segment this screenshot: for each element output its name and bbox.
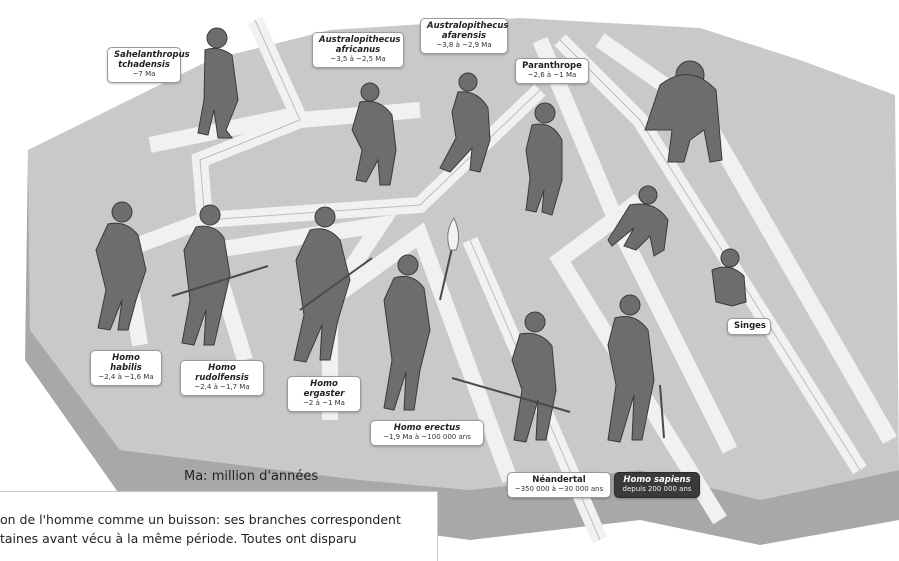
figure-name: Homo sapiens <box>623 475 691 485</box>
figure-name: Homo habilis <box>110 353 142 373</box>
figure-name: Australopithecus <box>427 21 509 31</box>
figure-dates: ~1,9 Ma à ~100 000 ans <box>383 433 471 441</box>
label-homo-rudolfensis: Homo rudolfensis~2,4 à ~1,7 Ma <box>180 360 264 396</box>
paranthrope-figure <box>525 102 563 216</box>
neandertal-figure <box>511 311 557 443</box>
spear-tool <box>451 377 571 413</box>
small-monkey-figure <box>711 248 747 307</box>
figure-name: Homo ergaster <box>303 379 345 399</box>
figure-name: Néandertal <box>532 475 586 485</box>
caption-box: on de l'homme comme un buisson: ses bran… <box>0 491 438 561</box>
erectus-figure <box>383 254 431 411</box>
figure-dates: ~2,4 à ~1,6 Ma <box>98 373 154 381</box>
figure-name: Sahelanthropus <box>114 50 190 60</box>
ergaster-figure <box>293 206 351 363</box>
label-singes: Singes <box>727 318 771 335</box>
figure-dates: depuis 200 000 ans <box>622 485 692 493</box>
legend-text: Ma: million d'années <box>184 469 319 484</box>
sahelanthropus-figure <box>197 27 239 139</box>
figure-dates: ~3,5 à ~2,5 Ma <box>330 55 386 63</box>
figure-name: Homo erectus <box>393 423 461 433</box>
afarensis-figure <box>439 72 491 173</box>
figure-name: Australopithecus <box>319 35 401 45</box>
tools <box>171 247 665 439</box>
caption-line-1: on de l'homme comme un buisson: ses bran… <box>0 512 401 527</box>
label-paranthrope: Paranthrope~2,6 à ~1 Ma <box>515 58 589 84</box>
terrain-shadow <box>25 150 899 545</box>
figure-name: africanus <box>335 45 381 55</box>
spear-tool <box>299 257 373 311</box>
torch-flame <box>447 216 460 251</box>
hominid-figures <box>95 27 747 443</box>
figure-name: Paranthrope <box>522 61 582 71</box>
figure-dates: ~3,8 à ~2,9 Ma <box>436 41 492 49</box>
figure-dates: ~7 Ma <box>132 70 156 78</box>
figure-name: tchadensis <box>118 60 170 70</box>
figure-dates: ~2 à ~1 Ma <box>303 399 345 407</box>
sapiens-figure <box>607 294 655 443</box>
figure-dates: ~2,4 à ~1,7 Ma <box>194 383 250 391</box>
label-neandertal: Néandertal~350 000 à ~30 000 ans <box>507 472 611 498</box>
figure-dates: ~350 000 à ~30 000 ans <box>514 485 604 493</box>
spear-tool <box>171 265 269 297</box>
africanus-figure <box>351 82 397 186</box>
label-homo-habilis: Homo habilis~2,4 à ~1,6 Ma <box>90 350 162 386</box>
label-homo-erectus: Homo erectus~1,9 Ma à ~100 000 ans <box>370 420 484 446</box>
caption-line-2: taines avant vécu à la même période. Tou… <box>0 531 357 546</box>
figure-dates: ~2,6 à ~1 Ma <box>527 71 577 79</box>
club-tool <box>659 384 665 439</box>
habilis-figure <box>95 201 147 331</box>
label-homo-ergaster: Homo ergaster~2 à ~1 Ma <box>287 376 361 412</box>
figure-name: afarensis <box>441 31 487 41</box>
torch-tool <box>439 247 453 301</box>
figure-name: Homo rudolfensis <box>195 363 249 383</box>
chimpanzee-figure <box>607 185 669 257</box>
figure-name: Singes <box>734 321 766 331</box>
gorilla-figure <box>644 60 723 163</box>
